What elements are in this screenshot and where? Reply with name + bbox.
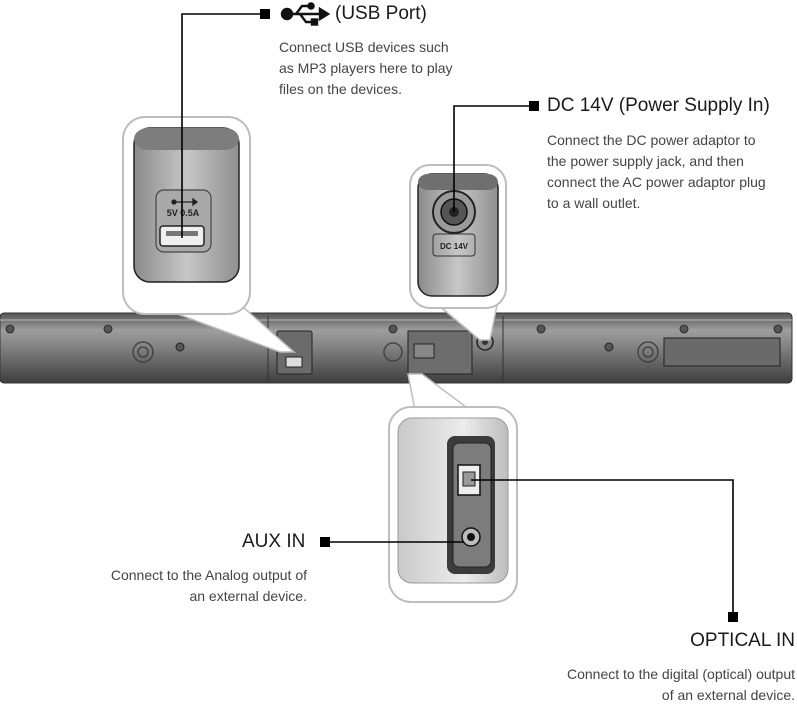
dc-callout bbox=[409, 164, 507, 341]
usb-description: Connect USB devices such as MP3 players … bbox=[279, 37, 453, 100]
usb-icon bbox=[280, 2, 331, 26]
aux-optical-callout bbox=[388, 373, 518, 603]
dc-description: Connect the DC power adaptor to the powe… bbox=[547, 130, 766, 214]
usb-desc-line: Connect USB devices such bbox=[279, 39, 449, 55]
usb-panel-label: 5V 0.5A bbox=[167, 208, 200, 218]
optical-desc-line: of an external device. bbox=[661, 687, 795, 703]
aux-desc-line: Connect to the Analog output of bbox=[110, 567, 307, 583]
dc-desc-line: connect the AC power adaptor plug bbox=[547, 174, 766, 190]
dc-desc-line: to a wall outlet. bbox=[547, 195, 641, 211]
dc-desc-line: the power supply jack, and then bbox=[547, 153, 744, 169]
dc-panel-label: DC 14V bbox=[440, 242, 469, 251]
aux-title: AUX IN bbox=[242, 531, 306, 552]
usb-desc-line: files on the devices. bbox=[279, 81, 402, 97]
usb-desc-line: as MP3 players here to play bbox=[279, 60, 453, 76]
optical-title: OPTICAL IN bbox=[690, 630, 795, 651]
soundbar-body bbox=[0, 312, 793, 384]
usb-title: (USB Port) bbox=[335, 3, 427, 24]
aux-description: Connect to the Analog output of an exter… bbox=[111, 565, 307, 607]
usb-panel-icon bbox=[171, 197, 199, 207]
leader-lines bbox=[181, 13, 734, 614]
aux-desc-line: an external device. bbox=[189, 588, 307, 604]
leader-markers bbox=[260, 9, 738, 622]
optical-description: Connect to the digital (optical) output … bbox=[567, 664, 795, 706]
optical-desc-line: Connect to the digital (optical) output bbox=[566, 666, 795, 682]
usb-callout bbox=[122, 116, 296, 353]
dc-desc-line: Connect the DC power adaptor to bbox=[547, 132, 756, 148]
dc-title: DC 14V (Power Supply In) bbox=[547, 95, 770, 116]
